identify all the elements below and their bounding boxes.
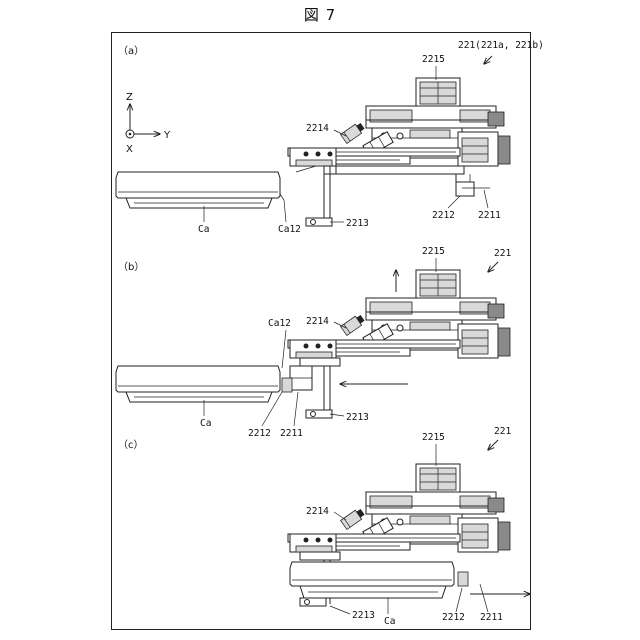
axis-label-y: Y [163, 130, 171, 141]
label-2211: 2211 [480, 612, 503, 623]
panel-label: （c） [118, 439, 144, 451]
label-2213: 2213 [346, 218, 369, 229]
coordinate-axes: Z Y X [126, 92, 171, 155]
panel-b: （b） 221 Ca Ca12 2215 2214 [116, 246, 511, 439]
robot-hand [282, 270, 510, 418]
label-2215: 2215 [422, 54, 445, 65]
container-ca [290, 562, 468, 606]
container-ca [116, 172, 280, 208]
label-ca: Ca [200, 418, 211, 429]
label-2213: 2213 [352, 610, 375, 621]
robot-hand [288, 78, 510, 226]
panel-label: （b） [118, 261, 144, 273]
panel-label: （a） [118, 45, 144, 57]
ref-main: 221 [494, 248, 511, 259]
label-2212: 2212 [432, 210, 455, 221]
label-2214: 2214 [306, 506, 329, 517]
label-2215: 2215 [422, 432, 445, 443]
label-2213: 2213 [346, 412, 369, 423]
label-2212: 2212 [442, 612, 465, 623]
label-2211: 2211 [478, 210, 501, 221]
panel-a: （a） 221(221a, 221b) Ca Ca12 [116, 40, 544, 235]
label-ca: Ca [198, 224, 209, 235]
label-2214: 2214 [306, 316, 329, 327]
axis-label-z: Z [126, 92, 133, 103]
ref-main: 221 [494, 426, 511, 437]
label-2212: 2212 [248, 428, 271, 439]
label-2215: 2215 [422, 246, 445, 257]
panel-c: （c） 221 2215 2214 2213 Ca 2212 2211 [118, 426, 530, 627]
container-ca [116, 366, 280, 402]
ref-main: 221(221a, 221b) [458, 40, 544, 51]
label-ca: Ca [384, 616, 395, 627]
label-2214: 2214 [306, 123, 329, 134]
label-ca12: Ca12 [278, 224, 301, 235]
label-ca12: Ca12 [268, 318, 291, 329]
label-2211: 2211 [280, 428, 303, 439]
axis-label-x: X [126, 144, 133, 155]
